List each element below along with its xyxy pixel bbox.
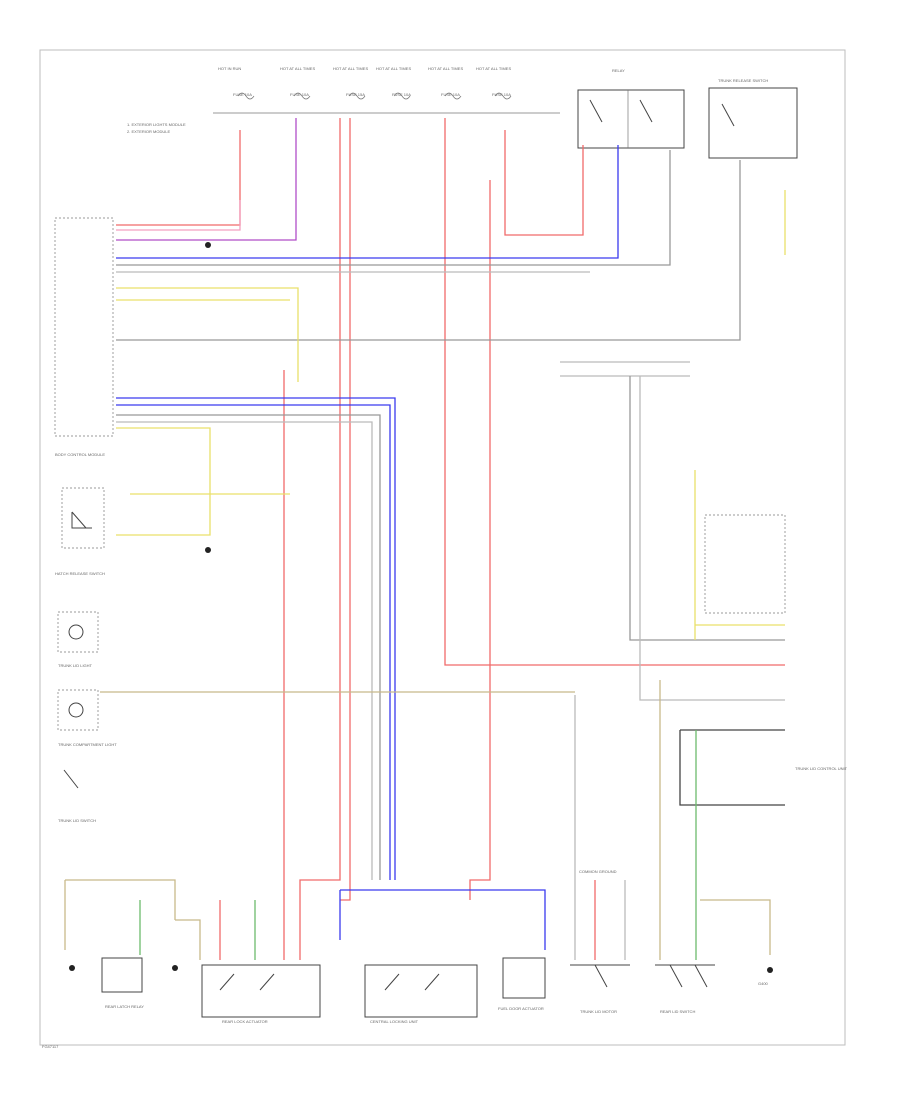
note-2: 2. EXTERIOR MODULE — [127, 129, 170, 134]
fuse-label: HOT AT ALL TIMES — [428, 66, 463, 71]
left-relay-label: RELAY — [612, 68, 625, 73]
fuse-label: HOT AT ALL TIMES — [333, 66, 368, 71]
rear-latch-box — [101, 957, 143, 993]
fuse-row: HOT IN RUN FUSE 10A HOT AT ALL TIMES FUS… — [213, 66, 560, 114]
diagram-frame — [39, 49, 846, 1046]
rear-latch-label: REAR LATCH RELAY — [105, 1004, 144, 1009]
trunk-lid-switch-label: TRUNK LID SWITCH — [58, 818, 96, 823]
ground-label: G400 — [758, 981, 769, 986]
central-lock-label: CENTRAL LOCKING UNIT — [370, 1019, 419, 1024]
fuse-label: HOT AT ALL TIMES — [476, 66, 511, 71]
fuse-rating: FUSE 10A — [290, 92, 309, 97]
right-module-box — [704, 514, 786, 614]
trunk-lid-motor-label: TRUNK LID MOTOR — [580, 1009, 617, 1014]
wire-purple — [116, 118, 297, 241]
trunk-lid-light-label: TRUNK LID LIGHT — [58, 663, 93, 668]
left-relay-box — [577, 89, 685, 149]
fuse-label: HOT IN RUN — [218, 66, 241, 71]
right-relay-box — [708, 87, 798, 159]
note-1: 1. EXTERIOR LIGHTS MODULE — [127, 122, 186, 127]
wire-blue — [116, 145, 619, 950]
trunk-lid-light-box — [57, 611, 99, 653]
fuse-rating: FUSE 10A — [441, 92, 460, 97]
fuse-symbols — [237, 92, 512, 100]
right-relay-label: TRUNK RELEASE SWITCH — [718, 78, 768, 83]
trunk-compartment-light-box — [57, 689, 99, 731]
fuel-door-box — [502, 957, 546, 999]
hatch-switch-box — [61, 487, 105, 549]
rear-lock-box — [201, 964, 321, 1018]
fuse-label: HOT AT ALL TIMES — [376, 66, 411, 71]
fuel-door-label: FUEL DOOR ACTUATOR — [498, 1006, 544, 1011]
wire-yellow — [64, 190, 786, 960]
wire-gray — [116, 150, 785, 960]
wire-red — [116, 118, 785, 960]
rear-lid-switch-label: REAR LID SWITCH — [660, 1009, 695, 1014]
common-ground-label: COMMON GROUND — [579, 869, 617, 874]
fuse-rating: FUSE 10A — [233, 92, 252, 97]
fuse-rating: FUSE 10A — [392, 92, 411, 97]
rear-lock-label: REAR LOCK ACTUATOR — [222, 1019, 268, 1024]
body-module-box — [54, 217, 114, 437]
central-lock-box — [364, 964, 478, 1018]
page-code: FG47117 — [42, 1044, 59, 1049]
hatch-switch-label: HATCH RELEASE SWITCH — [55, 571, 105, 576]
fuse-label: HOT AT ALL TIMES — [280, 66, 315, 71]
ground-symbols — [69, 242, 773, 973]
trunk-compartment-light-label: TRUNK COMPARTMENT LIGHT — [58, 742, 117, 747]
body-module-label: BODY CONTROL MODULE — [55, 452, 105, 457]
right-module-label: TRUNK LID CONTROL UNIT — [795, 766, 848, 771]
